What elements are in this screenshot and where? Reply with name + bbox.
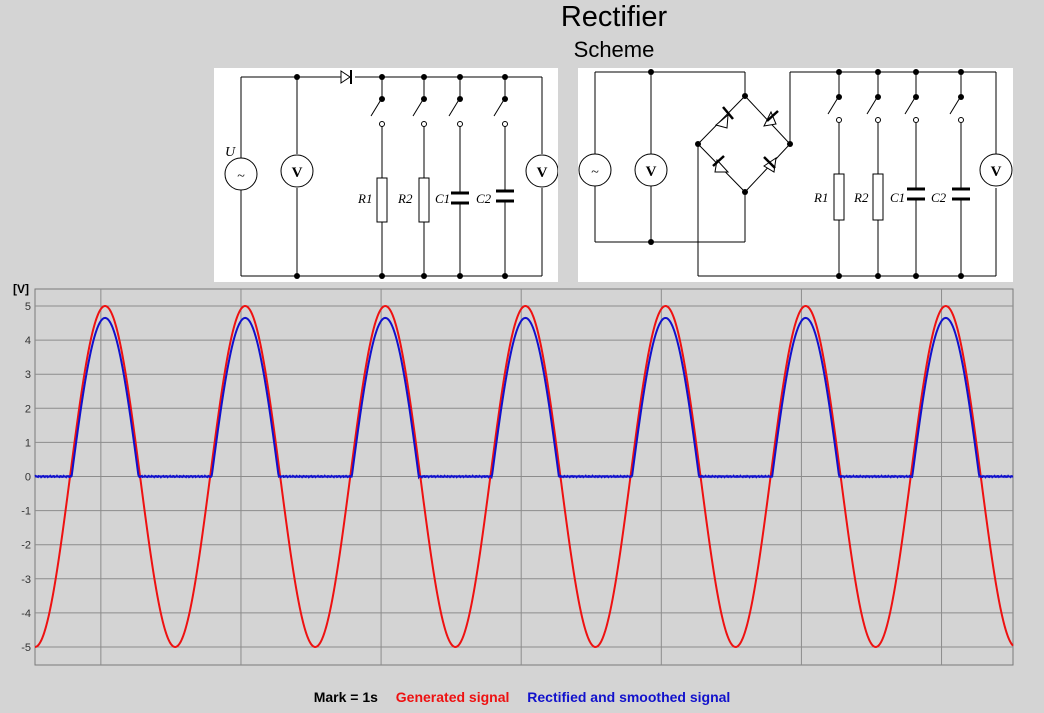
source-label: U bbox=[225, 145, 236, 160]
component-label: C2 bbox=[476, 191, 492, 206]
bridge-circuit-diagram: ~ V V R1 R2 C1 C2 bbox=[578, 69, 1013, 279]
y-tick-label: 3 bbox=[25, 369, 31, 381]
diode-icon bbox=[714, 110, 777, 173]
y-tick-label: -5 bbox=[21, 642, 31, 654]
scheme-subtitle: Scheme bbox=[573, 37, 655, 62]
y-tick-label: 5 bbox=[25, 301, 31, 313]
y-axis-label: [V] bbox=[13, 282, 29, 296]
y-tick-label: -2 bbox=[21, 540, 31, 552]
y-tick-label: 2 bbox=[25, 403, 31, 415]
bridge-rectifier-scheme: ~ V V R1 R2 C1 C2 bbox=[578, 68, 1013, 282]
component-label: C2 bbox=[931, 190, 947, 205]
voltmeter-icon: V bbox=[646, 164, 657, 180]
legend-generated-signal: Generated signal bbox=[395, 689, 510, 705]
chart-legend: Mark = 1s Generated signal Rectified and… bbox=[0, 688, 1044, 706]
ac-source-icon: ~ bbox=[591, 165, 599, 180]
component-label: R2 bbox=[397, 191, 413, 206]
series-generated-line bbox=[34, 304, 1014, 649]
y-axis-ticks: 5 4 3 2 1 0 -1 -2 -3 -4 -5 bbox=[21, 301, 31, 654]
y-tick-label: 1 bbox=[25, 437, 31, 449]
y-tick-label: 0 bbox=[25, 472, 31, 484]
half-wave-rectifier-scheme: U ~ V V R1 R2 C1 C2 bbox=[214, 68, 558, 282]
ac-source-icon: ~ bbox=[237, 169, 245, 184]
voltmeter-icon: V bbox=[292, 165, 303, 181]
y-tick-label: -1 bbox=[21, 506, 31, 518]
component-label: R2 bbox=[853, 190, 869, 205]
component-label: R1 bbox=[357, 191, 372, 206]
page-title: Rectifier bbox=[560, 1, 668, 33]
legend-mark: Mark = 1s bbox=[313, 689, 378, 705]
component-label: C1 bbox=[890, 190, 905, 205]
y-tick-label: 4 bbox=[25, 335, 31, 347]
component-label: R1 bbox=[813, 190, 828, 205]
voltmeter-icon: V bbox=[537, 165, 548, 181]
component-label: C1 bbox=[435, 191, 450, 206]
voltmeter-icon: V bbox=[991, 164, 1002, 180]
time-marks bbox=[100, 289, 943, 665]
y-tick-label: -4 bbox=[21, 608, 31, 620]
series-rectified-line bbox=[34, 316, 1014, 480]
legend-rectified-signal: Rectified and smoothed signal bbox=[527, 689, 731, 705]
voltage-chart: 5 4 3 2 1 0 -1 -2 -3 -4 -5 [V] bbox=[13, 282, 1014, 666]
half-wave-circuit-diagram: U ~ V V R1 R2 C1 C2 bbox=[224, 70, 558, 279]
y-tick-label: -3 bbox=[21, 574, 31, 586]
diode-icon bbox=[340, 70, 352, 84]
